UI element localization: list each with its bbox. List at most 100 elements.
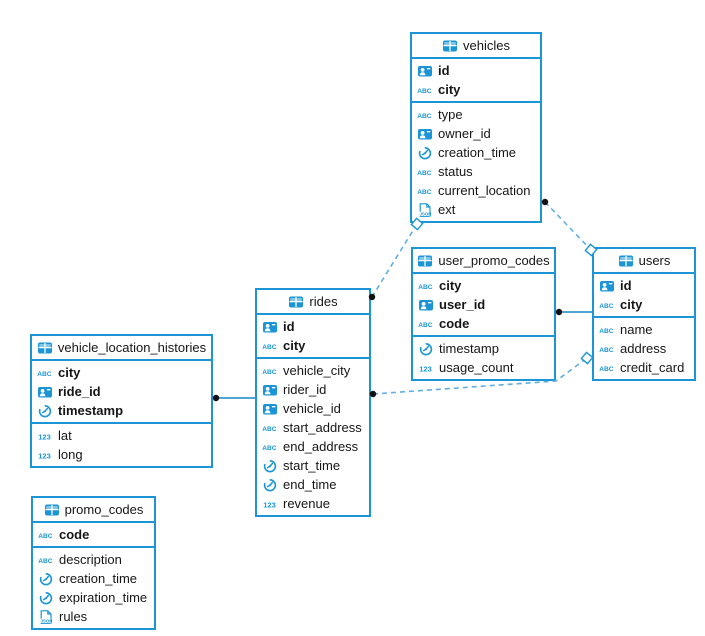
table-header[interactable]: users — [594, 249, 694, 274]
table-icon — [442, 38, 458, 54]
abc-type-icon: ABC — [38, 527, 54, 543]
table-title: users — [638, 253, 671, 268]
column-vehicle_location_histories-ride_id[interactable]: ride_id — [32, 382, 211, 401]
column-user_promo_codes-timestamp[interactable]: timestamp — [413, 339, 554, 358]
column-name: name — [620, 322, 653, 337]
table-header[interactable]: promo_codes — [33, 498, 154, 523]
relation-dot-endpoint — [212, 394, 220, 402]
table-header[interactable]: user_promo_codes — [413, 249, 554, 274]
column-name: city — [438, 82, 461, 97]
column-name: revenue — [283, 496, 330, 511]
column-users-credit_card[interactable]: ABC credit_card — [594, 358, 694, 377]
svg-text:ABC: ABC — [262, 445, 277, 452]
abc-type-icon: ABC — [262, 363, 278, 379]
table-header[interactable]: vehicles — [412, 34, 540, 59]
id-type-icon — [262, 319, 278, 335]
column-rides-start_time[interactable]: start_time — [257, 456, 369, 475]
column-name: city — [620, 297, 643, 312]
column-name: expiration_time — [59, 590, 148, 605]
id-type-icon — [262, 382, 278, 398]
column-vehicles-creation_time[interactable]: creation_time — [412, 143, 540, 162]
column-user_promo_codes-user_id[interactable]: user_id — [413, 295, 554, 314]
relation-vehicle_location_histories-rides[interactable] — [212, 394, 255, 402]
abc-type-icon: ABC — [37, 365, 53, 381]
column-rides-id[interactable]: id — [257, 317, 369, 336]
abc-type-icon: ABC — [417, 183, 433, 199]
svg-text:ABC: ABC — [262, 426, 277, 433]
svg-text:ABC: ABC — [418, 322, 433, 329]
clock-type-icon — [262, 458, 278, 474]
table-header[interactable]: vehicle_location_histories — [32, 336, 211, 361]
column-name: start_time — [283, 458, 341, 473]
svg-text:ABC: ABC — [599, 366, 614, 373]
column-promo_codes-creation_time[interactable]: creation_time — [33, 569, 154, 588]
table-icon — [37, 340, 53, 356]
column-vehicles-owner_id[interactable]: owner_id — [412, 124, 540, 143]
column-rides-vehicle_id[interactable]: vehicle_id — [257, 399, 369, 418]
svg-text:JSON: JSON — [41, 618, 53, 623]
num-type-icon: 123 — [418, 360, 434, 376]
column-rides-end_time[interactable]: end_time — [257, 475, 369, 494]
column-promo_codes-description[interactable]: ABC description — [33, 550, 154, 569]
svg-text:ABC: ABC — [38, 533, 53, 540]
column-name: credit_card — [620, 360, 685, 375]
table-header[interactable]: rides — [257, 290, 369, 315]
clock-type-icon — [262, 477, 278, 493]
table-title: promo_codes — [64, 502, 144, 517]
abc-type-icon: ABC — [599, 322, 615, 338]
column-name: lat — [58, 428, 72, 443]
column-vehicles-id[interactable]: id — [412, 61, 540, 80]
id-type-icon — [37, 384, 53, 400]
column-promo_codes-expiration_time[interactable]: expiration_time — [33, 588, 154, 607]
column-users-name[interactable]: ABC name — [594, 320, 694, 339]
column-users-id[interactable]: id — [594, 276, 694, 295]
column-name: rider_id — [283, 382, 327, 397]
svg-text:ABC: ABC — [38, 558, 53, 565]
column-vehicle_location_histories-timestamp[interactable]: timestamp — [32, 401, 211, 420]
table-icon — [288, 294, 304, 310]
svg-text:ABC: ABC — [262, 344, 277, 351]
column-name: creation_time — [59, 571, 138, 586]
relation-user_promo_codes-users[interactable] — [555, 308, 592, 316]
column-name: description — [59, 552, 122, 567]
column-name: id — [283, 319, 295, 334]
column-name: id — [620, 278, 632, 293]
column-rides-rider_id[interactable]: rider_id — [257, 380, 369, 399]
abc-type-icon: ABC — [599, 360, 615, 376]
json-type-icon: JSON — [38, 609, 54, 625]
relation-line — [544, 201, 592, 251]
